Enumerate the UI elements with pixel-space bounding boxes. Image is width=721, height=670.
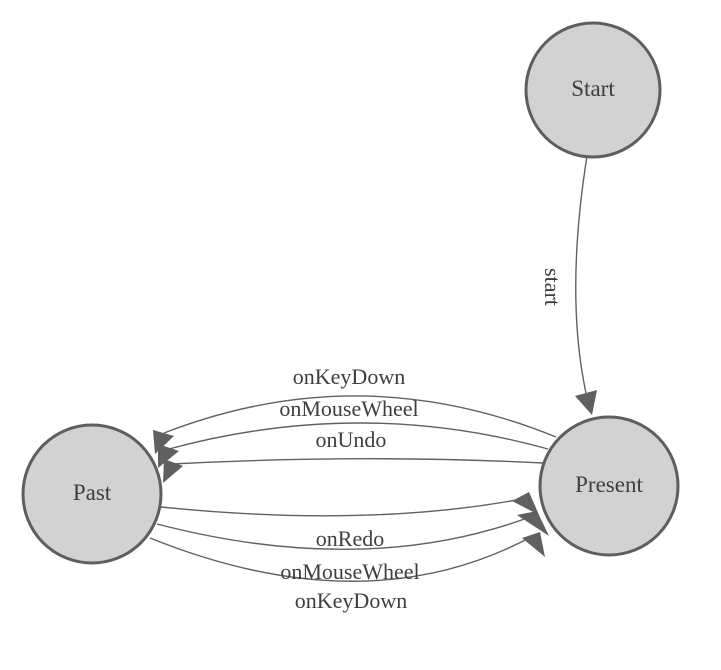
edges-group xyxy=(149,155,597,582)
past-node-label: Past xyxy=(73,480,112,505)
nodes-group: Start Past Present xyxy=(21,21,680,565)
arrowhead-onmousewheel-to-present-icon xyxy=(517,511,549,536)
edge-label-onmousewheel-top: onMouseWheel xyxy=(279,396,418,421)
present-node-label: Present xyxy=(575,472,643,497)
state-node-past: Past xyxy=(21,423,163,565)
edge-past-to-present-onmousewheel xyxy=(156,516,531,551)
edge-label-onundo: onUndo xyxy=(316,427,387,452)
edge-start-to-present xyxy=(575,155,588,394)
arrowhead-onredo-to-present-icon xyxy=(512,492,539,515)
edge-past-to-present-onredo xyxy=(160,498,523,517)
edge-present-to-past-onkeydown xyxy=(163,395,557,438)
edge-label-start: start xyxy=(540,268,565,306)
arrowhead-onundo-to-past-icon xyxy=(163,459,183,483)
arrowhead-start-to-present-icon xyxy=(575,390,597,415)
arrowhead-onkeydown-to-present-icon xyxy=(522,532,545,557)
edge-label-onmousewheel-bottom: onMouseWheel xyxy=(280,559,419,584)
present-node-circle xyxy=(538,415,680,557)
past-node-circle xyxy=(21,423,163,565)
edge-labels-group: start onKeyDown onMouseWheel onUndo onRe… xyxy=(279,268,565,613)
start-node-circle xyxy=(524,21,662,159)
state-node-present: Present xyxy=(538,415,680,557)
edge-present-to-past-onundo xyxy=(171,458,544,465)
edge-past-to-present-onkeydown xyxy=(149,536,532,582)
state-node-start: Start xyxy=(524,21,662,159)
edge-label-onkeydown-bottom: onKeyDown xyxy=(295,588,407,613)
start-node-label: Start xyxy=(571,76,615,101)
edge-label-onkeydown-top: onKeyDown xyxy=(293,364,405,389)
edge-present-to-past-onmousewheel xyxy=(168,422,549,450)
arrowhead-onmousewheel-to-past-icon xyxy=(158,444,179,468)
edge-label-onredo: onRedo xyxy=(316,526,384,551)
